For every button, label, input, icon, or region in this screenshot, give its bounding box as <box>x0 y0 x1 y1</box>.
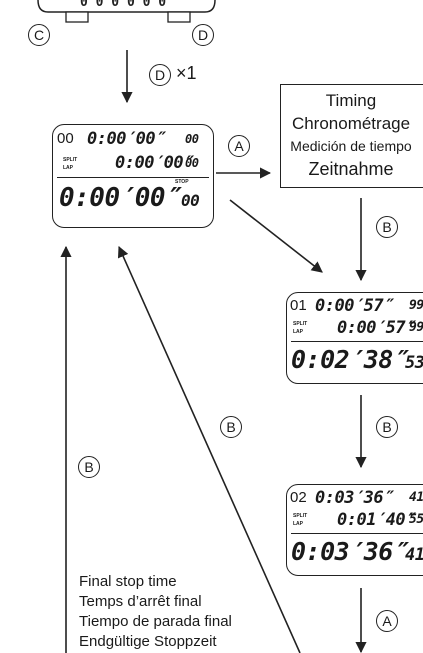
initial-row3: 0:00′00″ <box>59 183 181 213</box>
press-b-return-label: B <box>220 416 242 438</box>
press-b-reset-text: B <box>84 459 94 475</box>
display-initial: 00 0:00′00″ 00 SPLIT LAP 0:00′00″ 00 STO… <box>52 124 214 228</box>
split2-row1-frac: 41 <box>409 490 423 505</box>
split1-split-label: SPLIT <box>293 321 308 327</box>
split-label: SPLIT <box>63 157 78 163</box>
final-stop-es: Tiempo de parada final <box>79 613 232 630</box>
timing-es: Medición de tiempo <box>290 138 412 154</box>
lap-label: LAP <box>63 165 73 171</box>
split1-row2-frac: 99 <box>409 320 423 335</box>
initial-row2-frac: 00 <box>185 156 199 170</box>
stop-label: STOP <box>175 179 189 185</box>
press-a-start-label: A <box>228 135 250 157</box>
split2-lap-label: LAP <box>293 521 303 527</box>
arrow-to-split1 <box>229 199 323 273</box>
press-b-reset-label: B <box>78 456 100 478</box>
initial-index: 00 <box>57 130 74 147</box>
svg-text:0 0 0 0 0 0: 0 0 0 0 0 0 <box>80 0 166 10</box>
split1-lap-label: LAP <box>293 329 303 335</box>
press-a-stop-text: A <box>382 613 392 629</box>
display-split1: 01 0:00′57″ 99 SPLIT LAP 0:00′57″ 99 0:0… <box>286 292 423 384</box>
split2-row2-frac: 55 <box>409 512 423 527</box>
button-c-text: C <box>33 27 45 43</box>
split2-row3-frac: 41 <box>405 545 423 565</box>
timing-box: Timing Chronométrage Medición de tiempo … <box>280 84 423 188</box>
press-b-split1-text: B <box>382 219 392 235</box>
press-count: ×1 <box>176 63 197 83</box>
split1-row3-frac: 53 <box>405 353 423 373</box>
press-a-start-text: A <box>234 138 244 154</box>
button-c-label: C <box>28 24 50 46</box>
display-divider <box>57 177 209 178</box>
button-d-label: D <box>192 24 214 46</box>
split1-index: 01 <box>290 297 307 314</box>
split1-row1: 0:00′57″ <box>315 296 393 316</box>
press-d-label: D <box>149 64 171 86</box>
button-d-text: D <box>197 27 209 43</box>
press-b-split2-label: B <box>376 416 398 438</box>
split2-row2: 0:01′40″ <box>337 510 415 530</box>
timing-en: Timing <box>325 91 377 110</box>
split2-index: 02 <box>290 489 307 506</box>
split1-divider <box>291 341 423 342</box>
split2-divider <box>291 533 423 534</box>
split1-row3: 0:02′38″ <box>291 345 408 374</box>
press-b-split2-text: B <box>382 419 392 435</box>
split2-split-label: SPLIT <box>293 513 308 519</box>
split1-row2: 0:00′57″ <box>337 318 415 338</box>
final-stop-en: Final stop time <box>79 573 177 590</box>
initial-row2: 0:00′00″ <box>115 153 193 173</box>
press-a-stop-label: A <box>376 610 398 632</box>
split2-row1: 0:03′36″ <box>315 488 393 508</box>
final-stop-fr: Temps d’arrêt final <box>79 593 202 610</box>
display-split2: 02 0:03′36″ 41 SPLIT LAP 0:01′40″ 55 0:0… <box>286 484 423 576</box>
final-stop-de: Endgültige Stoppzeit <box>79 633 217 650</box>
split1-row1-frac: 99 <box>409 298 423 313</box>
initial-row1-frac: 00 <box>185 132 199 146</box>
split2-row3: 0:03′36″ <box>291 537 408 566</box>
press-d-text: D <box>154 67 166 83</box>
timing-fr: Chronométrage <box>291 114 411 133</box>
press-b-return-text: B <box>226 419 236 435</box>
timing-de: Zeitnahme <box>308 159 394 179</box>
initial-row3-frac: 00 <box>181 191 200 210</box>
final-stop-text: Final stop time Temps d’arrêt final Tiem… <box>79 572 232 652</box>
initial-row1: 0:00′00″ <box>87 129 165 149</box>
arrow-b-return <box>117 245 301 653</box>
press-b-split1-label: B <box>376 216 398 238</box>
top-watch-fragment: 0 0 0 0 0 0 <box>37 0 216 23</box>
